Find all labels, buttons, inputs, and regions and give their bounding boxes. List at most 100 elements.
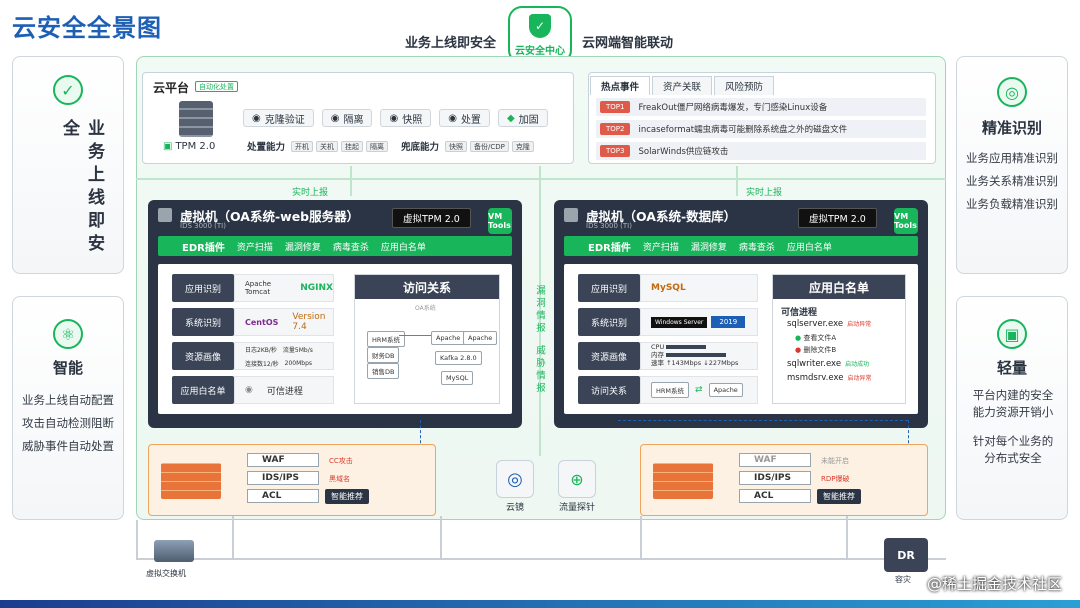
hot-event-row[interactable]: TOP1 FreakOut僵尸网络病毒爆发，专门感染Linux设备	[596, 98, 926, 116]
smart-recommend-button[interactable]: 智能推荐	[817, 489, 861, 504]
rank-badge: TOP1	[600, 101, 631, 113]
center-line	[539, 166, 541, 456]
tab-hot-events[interactable]: 热点事件	[590, 76, 651, 95]
shield-icon: ◆	[506, 112, 515, 124]
right-panel-title: 轻量	[996, 359, 1027, 377]
edr-item[interactable]: 应用白名单	[786, 242, 832, 253]
left-panel-item: 业务上线自动配置	[22, 393, 114, 407]
row-label: 资源画像	[578, 342, 640, 370]
vm-database: 虚拟机（OA系统-数据库） IDS 3000 (TI) 虚拟TPM 2.0 VM…	[554, 200, 928, 428]
hot-event-text: SolarWinds供应链攻击	[638, 147, 729, 157]
hot-event-row[interactable]: TOP3 SolarWinds供应链攻击	[596, 142, 926, 160]
edr-item[interactable]: 应用白名单	[380, 242, 426, 253]
fallback-label: 兜底能力	[401, 142, 440, 153]
network-bus	[136, 558, 946, 560]
handle-label: 处置能力	[247, 142, 286, 153]
row-label: 系统识别	[578, 308, 640, 336]
fallback-chip: 备份/CDP	[470, 140, 509, 152]
row-label: 资源画像	[172, 342, 234, 370]
node[interactable]: Kafka 2.8.0	[435, 351, 482, 365]
node[interactable]: Apache	[708, 383, 743, 397]
tab-risk-prevention[interactable]: 风险预防	[714, 76, 775, 95]
handle-chip: 开机	[291, 140, 314, 152]
tool-label: 流量探针	[558, 503, 595, 513]
server-icon	[564, 208, 578, 222]
row-label: 应用识别	[172, 274, 234, 302]
firewall-left: WAF IDS/IPS ACL CC攻击 黑域名 智能推荐	[148, 444, 436, 516]
fw-rule[interactable]: ACL	[247, 489, 319, 503]
handle-chip: 隔离	[366, 140, 389, 152]
fw-rule[interactable]: IDS/IPS	[247, 471, 319, 485]
fw-rule[interactable]: WAF	[739, 453, 811, 467]
node[interactable]: HRM系统	[367, 331, 406, 347]
node[interactable]: 财务DB	[367, 347, 400, 363]
flow-step[interactable]: ◉克隆验证	[243, 109, 314, 127]
edr-bar: EDR插件 资产扫描 漏洞修复 病毒查杀 应用白名单	[564, 236, 918, 256]
left-panel-item: 威胁事件自动处置	[22, 439, 114, 453]
edr-item[interactable]: 漏洞修复	[690, 242, 727, 253]
mem-bar	[666, 353, 727, 357]
flow-step[interactable]: ◉快照	[380, 109, 432, 127]
fw-rule[interactable]: ACL	[739, 489, 811, 503]
hot-event-row[interactable]: TOP2 incaseformat蠕虫病毒可能删除系统盘之外的磁盘文件	[596, 120, 926, 138]
bottom-bar	[0, 600, 1080, 608]
edr-item[interactable]: 漏洞修复	[284, 242, 321, 253]
hub-left-text: 业务上线即安全	[405, 36, 497, 51]
atom-icon: ⚛	[53, 319, 83, 349]
flow-step[interactable]: ◉隔离	[321, 109, 373, 127]
right-panel-item: 业务负载精准识别	[966, 197, 1058, 211]
rank-badge: TOP3	[600, 145, 631, 157]
rank-badge: TOP2	[600, 123, 631, 135]
connector-line	[618, 420, 908, 421]
row-label: 访问关系	[578, 376, 640, 404]
edr-item[interactable]: 病毒查杀	[738, 242, 775, 253]
realtime-report-left: 实时上报	[292, 188, 329, 198]
network-line	[440, 516, 442, 560]
vm-tools-tag: VM Tools	[488, 208, 512, 234]
node[interactable]: MySQL	[441, 371, 474, 385]
left-panel-vertical-title: 业务上线即安全	[59, 119, 104, 257]
node[interactable]: 销售DB	[367, 363, 400, 379]
panel-title: 访问关系	[355, 275, 499, 299]
switch-icon[interactable]	[154, 540, 194, 562]
edr-item[interactable]: 病毒查杀	[332, 242, 369, 253]
node[interactable]: Apache	[431, 331, 466, 345]
cloud-mirror-tool[interactable]: ◎	[496, 460, 534, 498]
node[interactable]: HRM系统	[651, 382, 690, 398]
step-icon: ◉	[252, 112, 261, 124]
hot-event-text: FreakOut僵尸网络病毒爆发，专门感染Linux设备	[638, 103, 828, 113]
flow-step[interactable]: ◆加固	[497, 109, 548, 127]
fw-rule[interactable]: WAF	[247, 453, 319, 467]
row-label: 应用识别	[578, 274, 640, 302]
hub-right-text: 云网端智能联动	[582, 36, 674, 51]
probe-icon: ⊕	[570, 469, 584, 489]
panel-title: 应用白名单	[773, 275, 905, 299]
edr-item[interactable]: 资产扫描	[642, 242, 679, 253]
process-name: sqlserver.exe	[787, 319, 844, 329]
process-sub: 删除文件B	[803, 346, 837, 354]
network-line	[136, 520, 138, 560]
edr-name: EDR插件	[588, 242, 631, 254]
traffic-probe-tool[interactable]: ⊕	[558, 460, 596, 498]
handle-chip: 关机	[316, 140, 339, 152]
vm-tools-tag: VM Tools	[894, 208, 918, 234]
cloud-security-center-badge[interactable]: ✓ 云安全中心	[508, 6, 572, 64]
fw-rule[interactable]: IDS/IPS	[739, 471, 811, 485]
smart-recommend-button[interactable]: 智能推荐	[325, 489, 369, 504]
mysql-logo: MySQL	[651, 283, 686, 293]
node[interactable]: Apache	[463, 331, 498, 345]
flow-step[interactable]: ◉处置	[439, 109, 490, 127]
trusted-title: 可信进程	[781, 308, 818, 318]
brick-wall-icon	[653, 463, 713, 499]
disaster-recovery-icon[interactable]: DR	[884, 538, 928, 572]
res-label: 连接数12/秒	[245, 360, 279, 368]
vm-title: 虚拟机（OA系统-数据库）	[586, 209, 737, 224]
brick-wall-icon	[161, 463, 221, 499]
tab-asset-link[interactable]: 资产关联	[652, 76, 713, 95]
row-label: 系统识别	[172, 308, 234, 336]
edr-item[interactable]: 资产扫描	[236, 242, 273, 253]
virtual-tpm-chip: 虚拟TPM 2.0	[392, 208, 471, 228]
vm-title: 虚拟机（OA系统-web服务器）	[180, 209, 360, 224]
hub-label: 云安全中心	[515, 45, 565, 57]
